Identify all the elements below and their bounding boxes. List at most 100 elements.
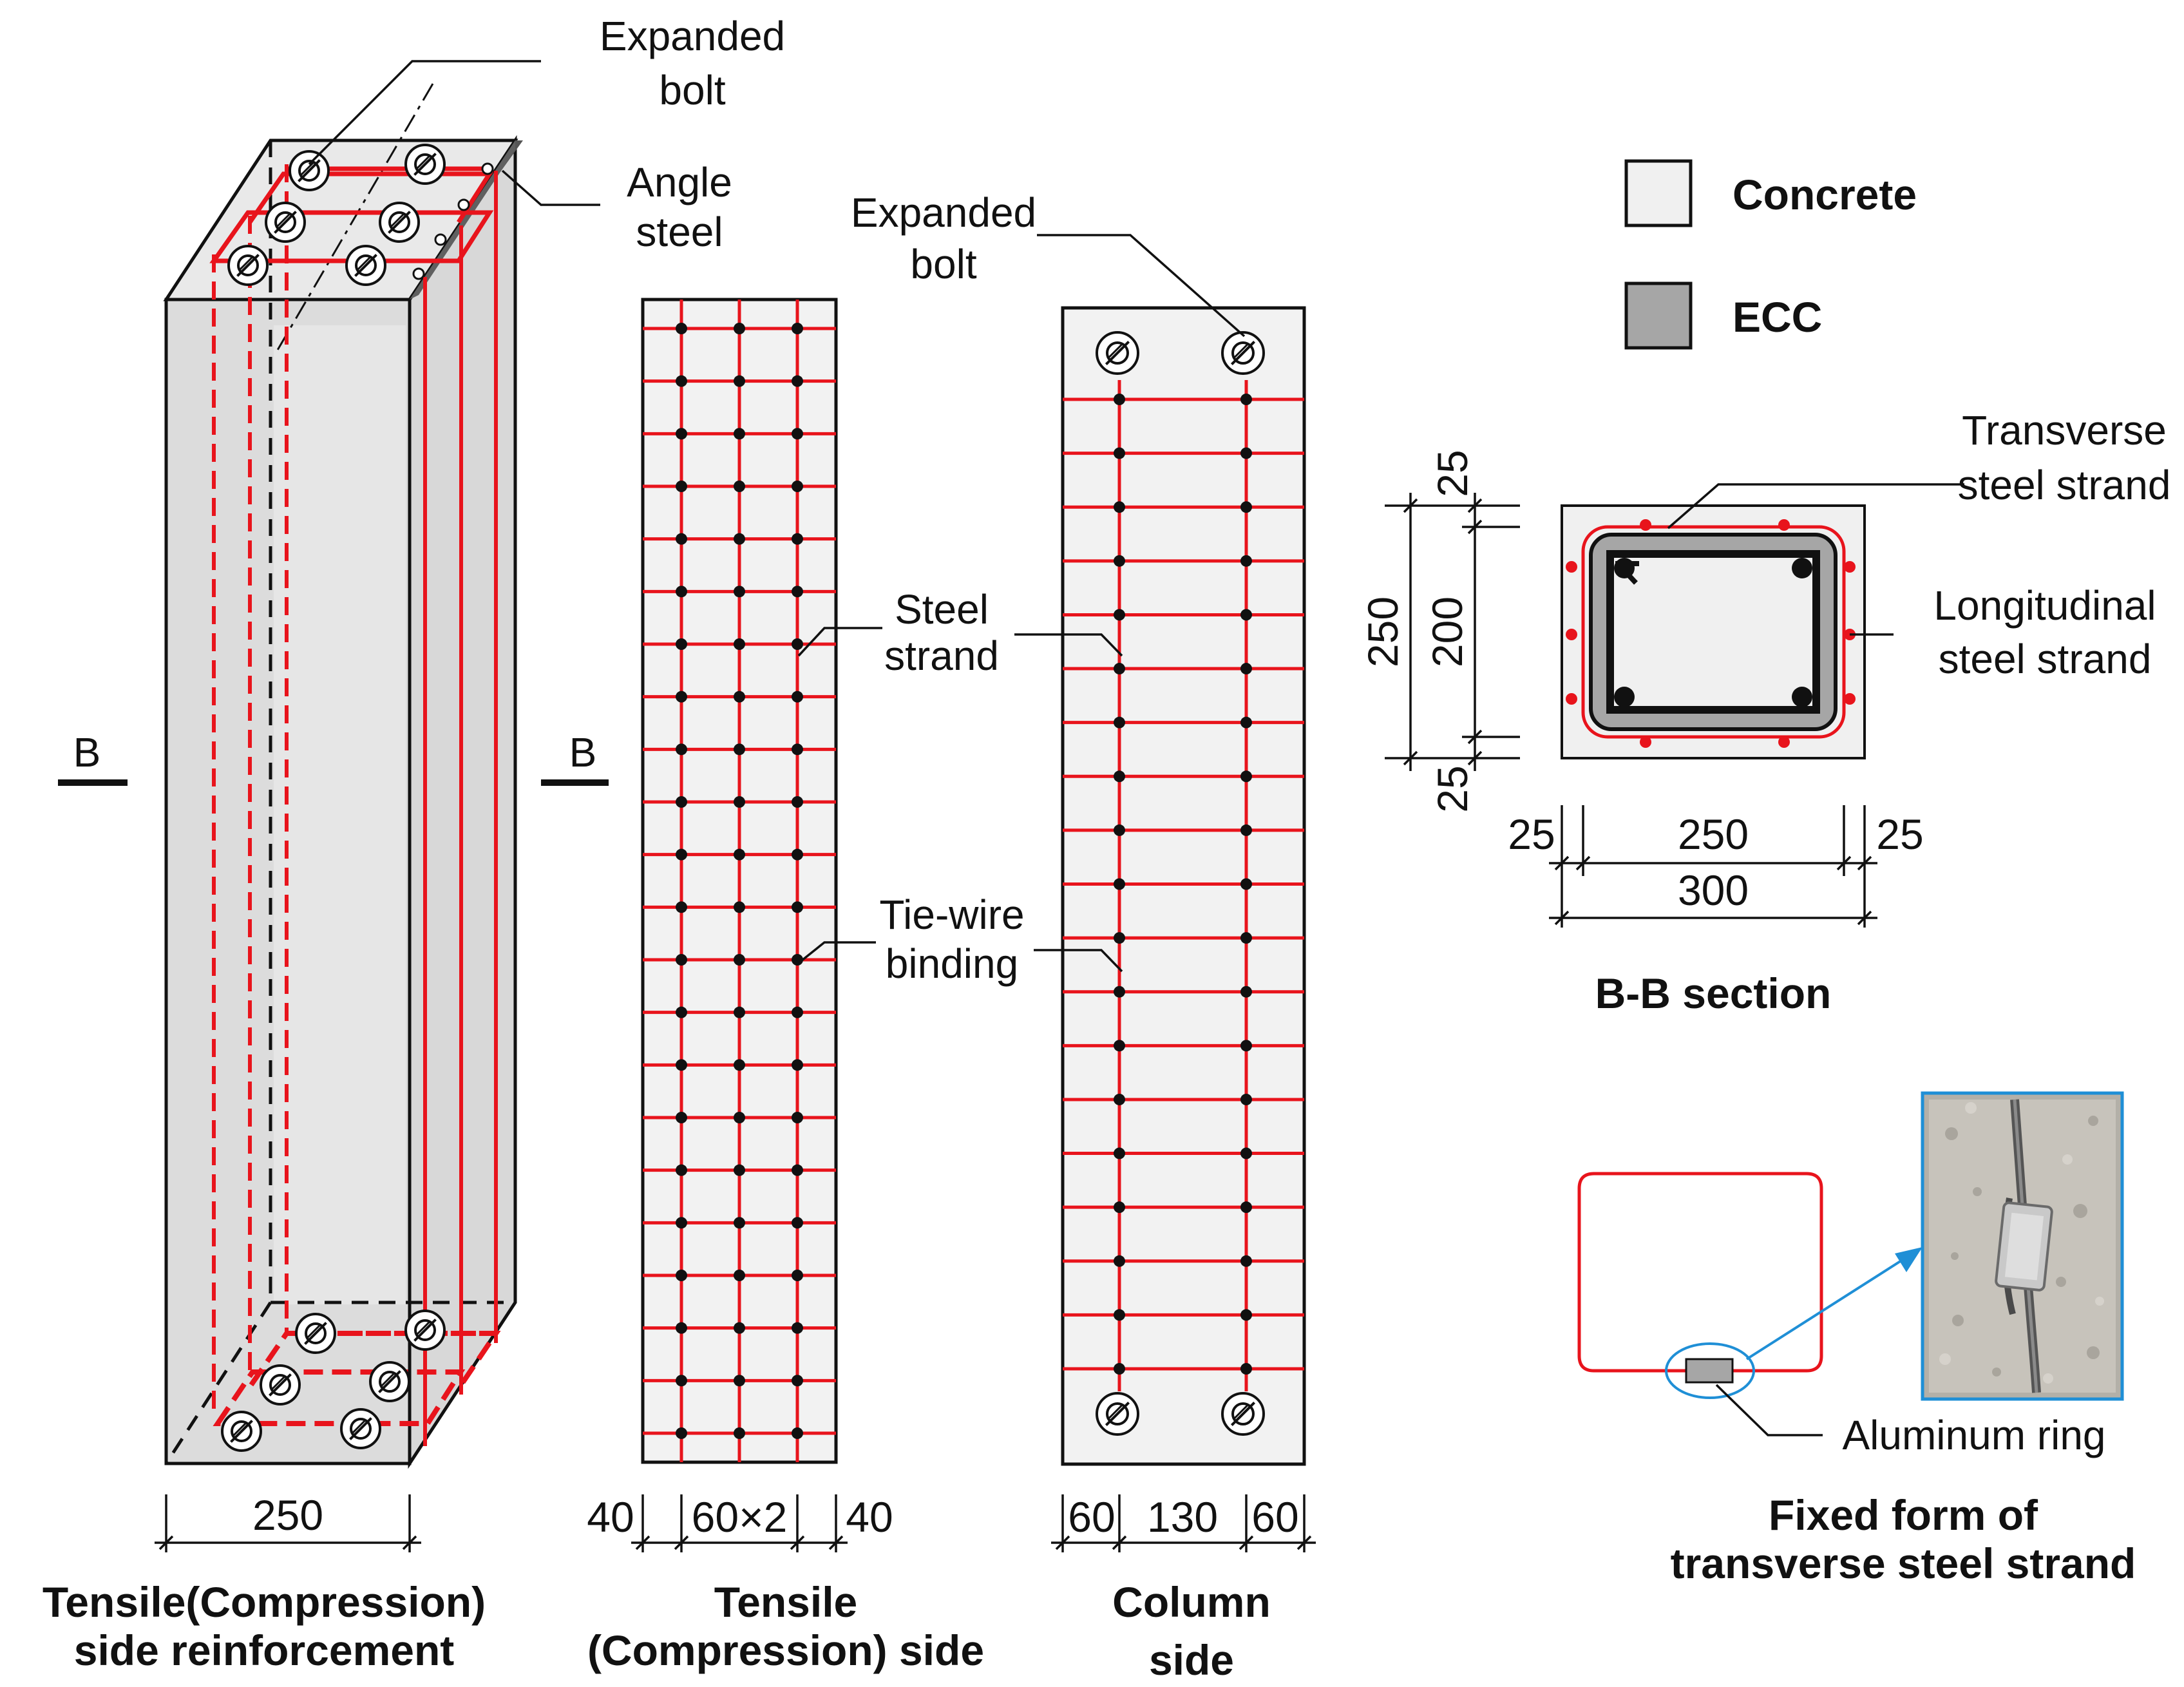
dimension-3d-width: [155, 1494, 421, 1552]
callout-arrow-head: [1895, 1247, 1923, 1272]
tie-wire-node: [1114, 447, 1125, 459]
section-dimension-vertical: [1385, 493, 1520, 771]
tie-wire-node: [734, 901, 745, 913]
angle-steel-holes: [412, 162, 494, 280]
tie-wire-node: [1240, 555, 1252, 567]
tie-wire-node: [676, 533, 687, 545]
tie-wire-node: [1240, 394, 1252, 405]
expanded-bolt-icon: [227, 245, 269, 286]
column-strand-grid: [1063, 380, 1304, 1391]
tie-wire-node: [792, 638, 803, 650]
tie-wire-node: [676, 1217, 687, 1229]
tie-wire-node: [1114, 663, 1125, 675]
caption-column-l2: side: [1149, 1636, 1234, 1684]
tie-wire-node: [734, 533, 745, 545]
tie-wire-node: [676, 375, 687, 387]
expanded-bolt-icon: [1096, 331, 1139, 375]
aluminum-ring: [1685, 1358, 1734, 1384]
caption-3d-l2: side reinforcement: [74, 1626, 455, 1674]
tie-wire-node: [1114, 1309, 1125, 1321]
label-angle-steel-l2: steel: [636, 209, 723, 255]
tie-wire-node: [1114, 878, 1125, 890]
expanded-bolt-icon: [345, 245, 386, 286]
bolts-bottom-3d: [221, 1310, 446, 1452]
tie-wire-node: [734, 1270, 745, 1281]
tie-wire-node: [1240, 501, 1252, 513]
dim-bb-200-vertical: 200: [1423, 596, 1471, 667]
caption-tensile-l2: (Compression) side: [587, 1626, 984, 1674]
tie-wire-node: [792, 691, 803, 703]
panel-column-side: Expanded bolt 60 130 60 Column side: [851, 189, 1316, 1684]
expanded-bolt-icon: [265, 202, 306, 243]
legend-swatch-concrete: [1624, 159, 1693, 227]
tie-wire-node: [734, 375, 745, 387]
tie-wire-node: [1114, 394, 1125, 405]
tie-wire-node: [792, 375, 803, 387]
tie-wire-node: [1114, 932, 1125, 944]
tie-wire-node: [676, 1270, 687, 1281]
tie-wire-node: [1114, 1255, 1125, 1267]
caption-tensile-l1: Tensile: [714, 1578, 858, 1626]
tie-wire-node: [734, 1322, 745, 1334]
dim-column-130: 130: [1147, 1493, 1218, 1541]
tie-wire-node: [792, 1427, 803, 1439]
dim-column-60-right: 60: [1251, 1493, 1298, 1541]
caption-bb-section: B-B section: [1595, 969, 1832, 1017]
tie-wire-node: [792, 1217, 803, 1229]
tie-wire-node: [734, 1375, 745, 1387]
tie-wire-node: [1114, 1040, 1125, 1052]
tie-wire-node: [1114, 1093, 1125, 1105]
label-tie-wire-l1: Tie-wire: [879, 891, 1024, 938]
tie-wire-node: [1240, 1309, 1252, 1321]
tie-wire-node: [676, 1059, 687, 1071]
aluminum-ring-highlight: [1665, 1342, 1755, 1399]
tie-wire-node: [676, 743, 687, 756]
legend-label-concrete: Concrete: [1733, 171, 1917, 218]
legend-swatch-ecc: [1624, 281, 1693, 350]
tie-wire-node: [792, 1164, 803, 1176]
tie-wire-node: [734, 323, 745, 334]
tie-wire-node: [676, 848, 687, 861]
tie-wire-node: [676, 691, 687, 703]
label-expanded-bolt-column-l1: Expanded: [851, 189, 1036, 236]
tie-wire-node: [734, 954, 745, 966]
section-mark-b-right: B: [569, 729, 597, 776]
tie-wire-node: [734, 481, 745, 492]
tie-wire-node: [734, 691, 745, 703]
legend-label-ecc: ECC: [1733, 293, 1822, 341]
tie-wire-node: [792, 323, 803, 334]
tie-wire-node: [1240, 932, 1252, 944]
tie-wire-node: [676, 481, 687, 492]
tie-wire-node: [676, 428, 687, 440]
column-inner-face: [274, 325, 406, 1304]
tie-wire-node: [676, 901, 687, 913]
section-mark-b-left: B: [73, 729, 101, 776]
expanded-bolt-icon: [289, 150, 330, 191]
axis-line: [276, 83, 434, 352]
dim-bb-300: 300: [1678, 866, 1749, 914]
callout-arrow-line: [1745, 1256, 1908, 1360]
expanded-bolt-icon: [369, 1361, 410, 1402]
leader-aluminum-ring: [1715, 1384, 1823, 1436]
dim-tensile-60x2: 60×2: [692, 1493, 788, 1541]
caption-3d-l1: Tensile(Compression): [43, 1578, 486, 1626]
tie-wire-node: [676, 1375, 687, 1387]
tie-wire-node: [734, 586, 745, 598]
dim-column-60-left: 60: [1068, 1493, 1115, 1541]
tie-wire-node: [734, 1006, 745, 1018]
tie-wire-node: [1240, 1093, 1252, 1105]
tie-wire-node: [734, 638, 745, 650]
tie-wire-node: [792, 1375, 803, 1387]
tie-wire-node: [792, 1006, 803, 1018]
dim-3d-250: 250: [252, 1491, 323, 1539]
tie-wire-node: [734, 848, 745, 861]
tie-wire-node: [1114, 1147, 1125, 1159]
tie-wire-node: [676, 1427, 687, 1439]
tie-wire-node: [1240, 447, 1252, 459]
tie-wire-node: [676, 1322, 687, 1334]
leader-transverse-strand: [1667, 483, 1964, 529]
label-aluminum-ring: Aluminum ring: [1842, 1412, 2105, 1458]
dim-tensile-40-left: 40: [587, 1493, 634, 1541]
tie-wire-node: [1240, 663, 1252, 675]
